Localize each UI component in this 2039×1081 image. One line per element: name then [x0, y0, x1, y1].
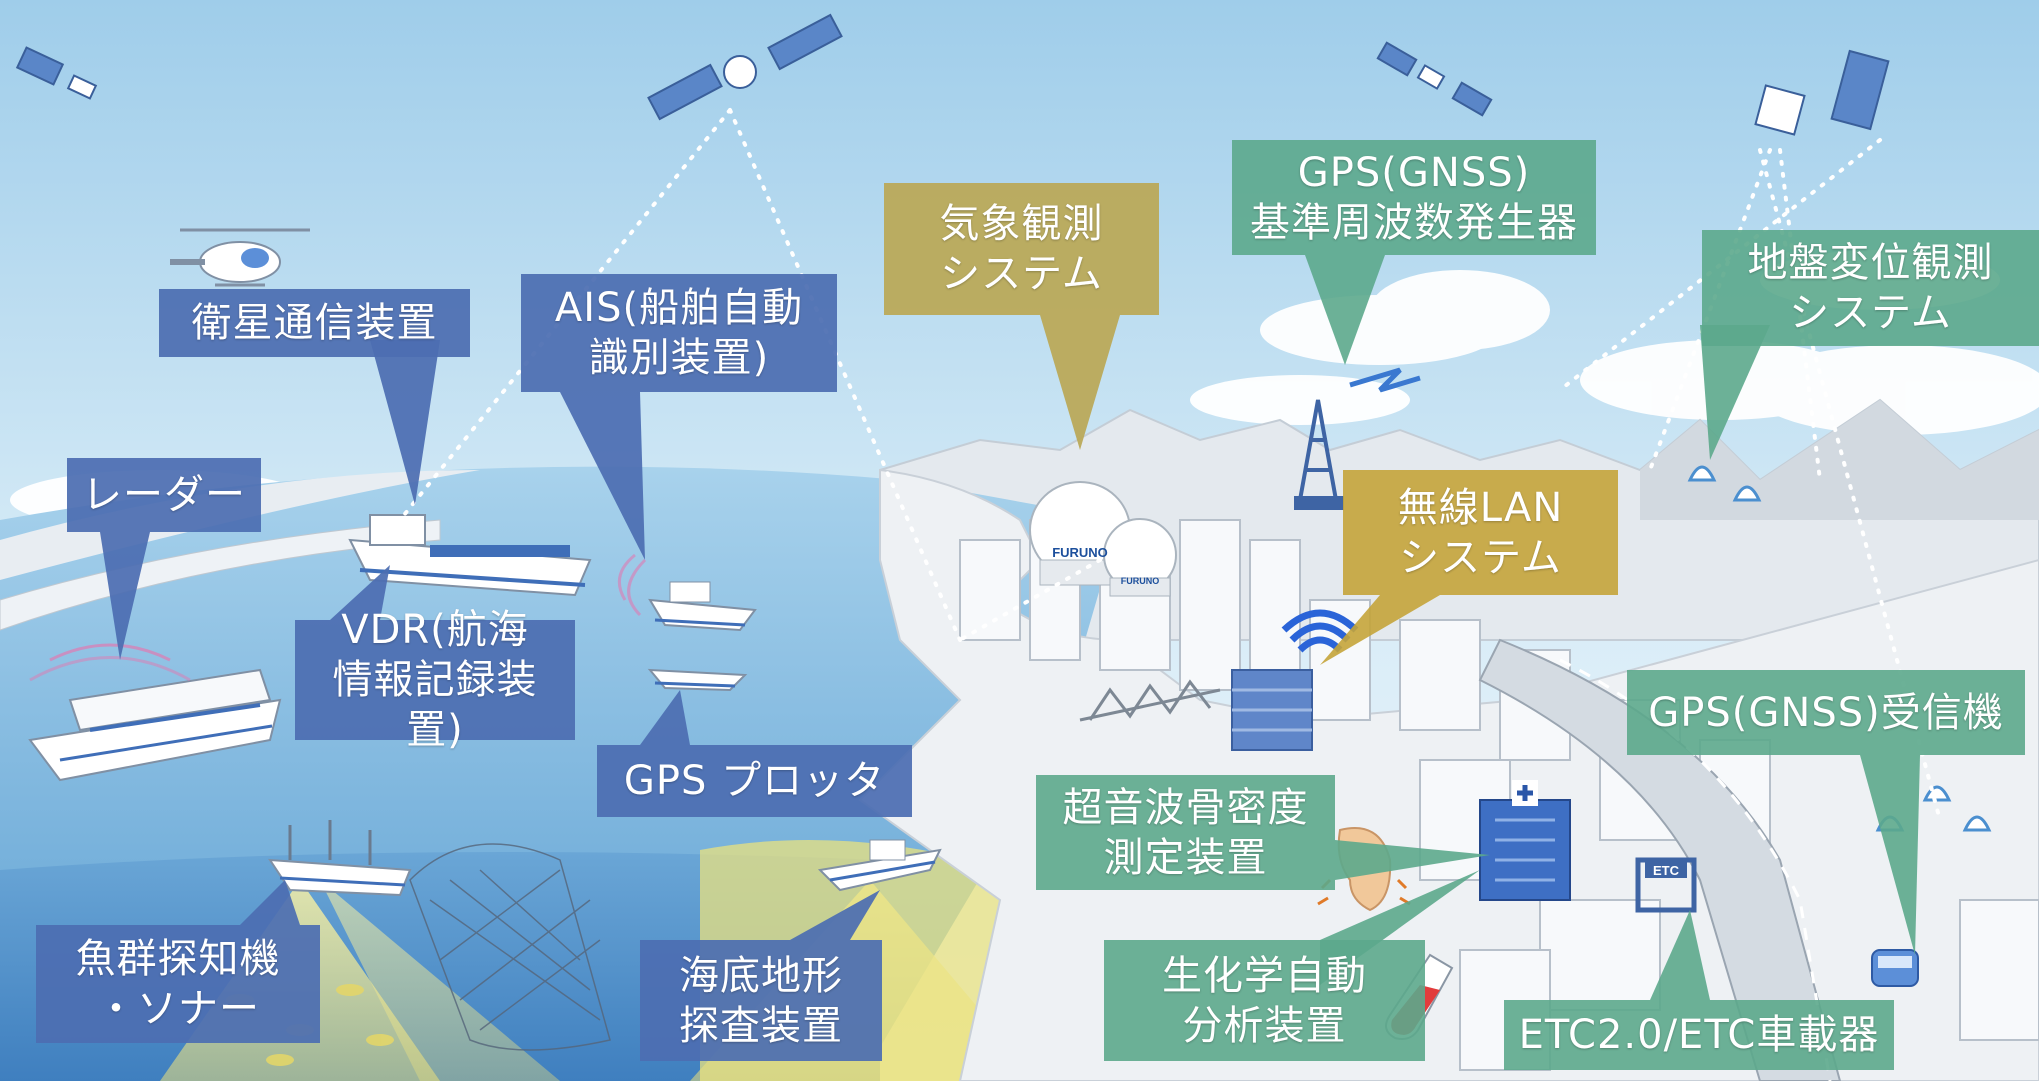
- car: [1871, 949, 1919, 987]
- gps-reference-frequency-callout: GPS(GNSS) 基準周波数発生器: [1232, 140, 1596, 255]
- lightning-icon: [1349, 367, 1421, 393]
- survey-boat: [817, 839, 942, 892]
- gps-boat: [647, 668, 748, 692]
- weather-observation-callout: 気象観測 システム: [884, 183, 1159, 315]
- gps-receiver-callout: GPS(GNSS)受信機: [1627, 670, 2025, 755]
- etc-onboard-unit-callout: ETC2.0/ETC車載器: [1504, 1000, 1894, 1070]
- ultrasonic-bone-density-callout: 超音波骨密度 測定装置: [1036, 775, 1335, 890]
- helicopter: [170, 228, 310, 287]
- sonar-beam-right: [320, 880, 560, 1081]
- highway: [1478, 638, 1842, 1081]
- etc-gate: [1635, 857, 1697, 913]
- ground-displacement-callout: 地盤変位観測 システム: [1702, 230, 2039, 346]
- gps-plotter-callout: GPS プロッタ: [597, 745, 912, 817]
- bridge: [1079, 679, 1221, 722]
- satellite-communication-callout: 衛星通信装置: [159, 289, 470, 357]
- cruise-ship: [28, 643, 282, 782]
- etc-gate-label: ETC: [1653, 863, 1680, 878]
- reference-tower: [1294, 399, 1344, 510]
- radome-label: FURUNO: [1121, 576, 1160, 586]
- wifi-building: [1231, 609, 1359, 751]
- radar-callout: レーダー: [67, 458, 261, 532]
- vdr-callout: VDR(航海 情報記録装置): [295, 607, 575, 753]
- fish-finder-sonar-callout: 魚群探知機 ・ソナー: [36, 925, 320, 1043]
- radome-label: FURUNO: [1052, 545, 1108, 560]
- hospital-building: [1479, 780, 1571, 901]
- ais-boat: [617, 553, 757, 632]
- ais-callout: AIS(船舶自動 識別装置): [521, 274, 837, 392]
- wireless-lan-callout: 無線LAN システム: [1343, 470, 1618, 595]
- seabed-survey-callout: 海底地形 探査装置: [640, 940, 882, 1061]
- cargo-ship: [348, 514, 592, 597]
- biochemical-analyzer-callout: 生化学自動 分析装置: [1104, 940, 1425, 1061]
- callout-pointers: [100, 255, 1920, 1000]
- satellites: [15, 13, 1890, 136]
- fishing-net: [409, 843, 611, 1051]
- fishing-boat: [268, 820, 412, 897]
